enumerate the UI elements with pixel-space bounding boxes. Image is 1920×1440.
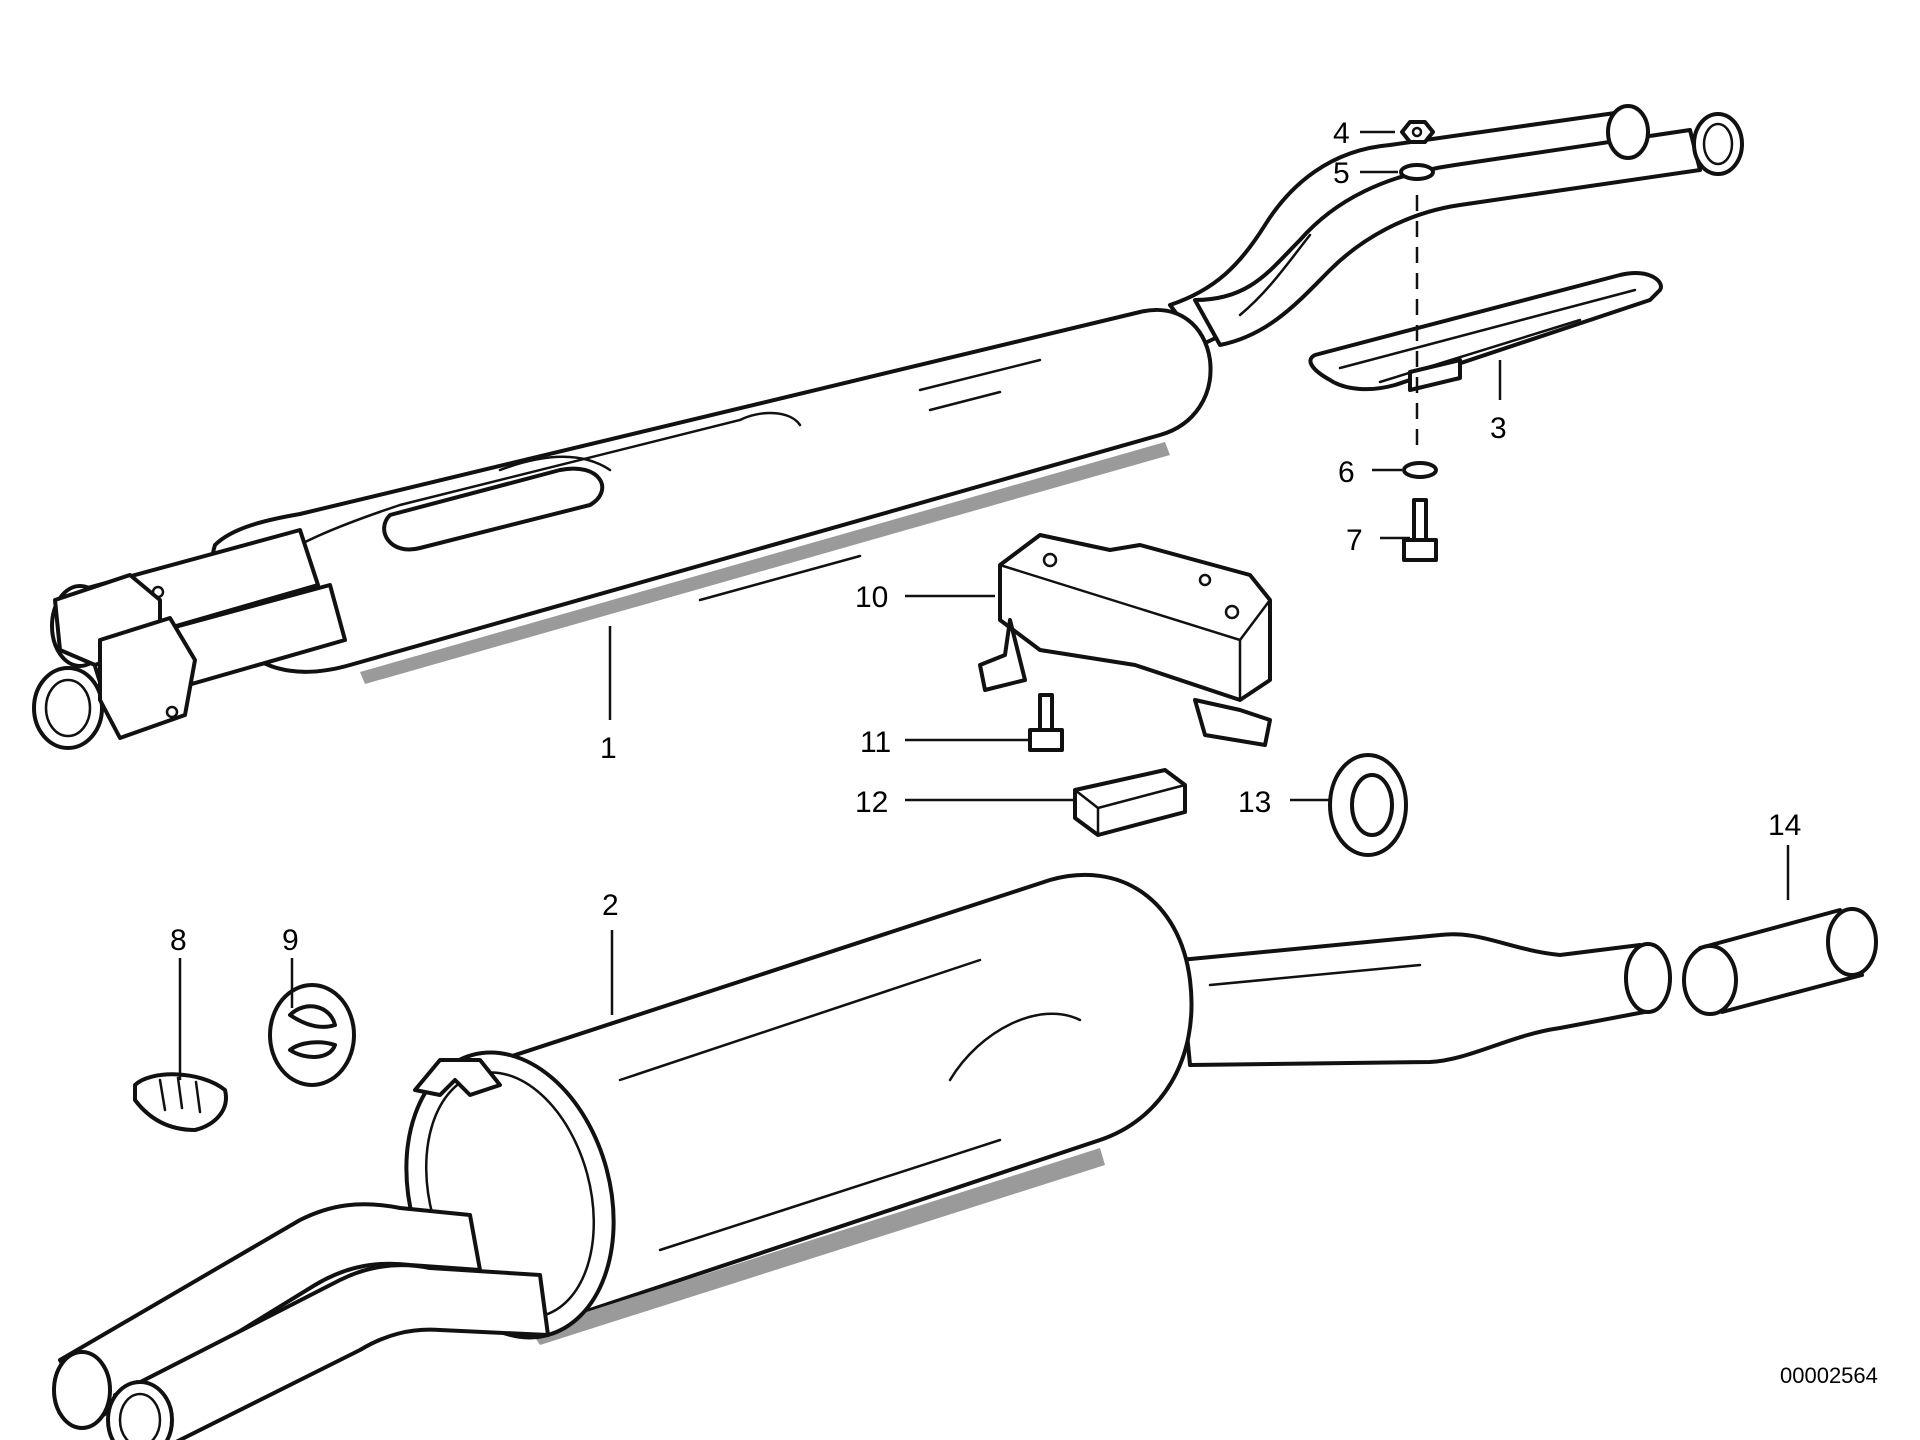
heat-shield — [1308, 271, 1663, 392]
catalog-number: 00002564 — [1780, 1363, 1878, 1388]
rear-muffler — [52, 872, 1672, 1440]
callout-3: 3 — [1490, 412, 1507, 445]
nut — [1400, 120, 1435, 144]
pipe-sleeve — [1682, 907, 1878, 1016]
bolt — [1402, 498, 1438, 562]
pipe-clamp — [133, 1072, 228, 1132]
callout-12: 12 — [855, 786, 888, 819]
front-muffler-assembly — [32, 104, 1744, 750]
callout-8: 8 — [170, 924, 187, 957]
callout-7: 7 — [1346, 524, 1363, 557]
washer-upper — [1399, 163, 1435, 181]
callout-14: 14 — [1768, 809, 1801, 842]
callout-2: 2 — [602, 889, 619, 922]
callout-13: 13 — [1238, 786, 1271, 819]
washer-lower — [1402, 461, 1438, 479]
callout-9: 9 — [282, 924, 299, 957]
callout-1: 1 — [600, 732, 617, 765]
callout-6: 6 — [1338, 456, 1355, 489]
leader-lines — [178, 130, 1790, 1080]
callout-5: 5 — [1333, 157, 1350, 190]
rubber-mount — [268, 983, 356, 1087]
callout-10: 10 — [855, 581, 888, 614]
rubber-ring — [1328, 753, 1408, 857]
hex-screw — [1028, 693, 1064, 752]
callout-11: 11 — [860, 726, 891, 759]
callout-4: 4 — [1333, 117, 1350, 150]
callout-labels: 1 2 3 4 5 6 7 8 9 10 11 12 13 14 0000256… — [170, 117, 1878, 1388]
rubber-block — [1073, 768, 1187, 837]
hanger-bracket — [978, 533, 1272, 747]
